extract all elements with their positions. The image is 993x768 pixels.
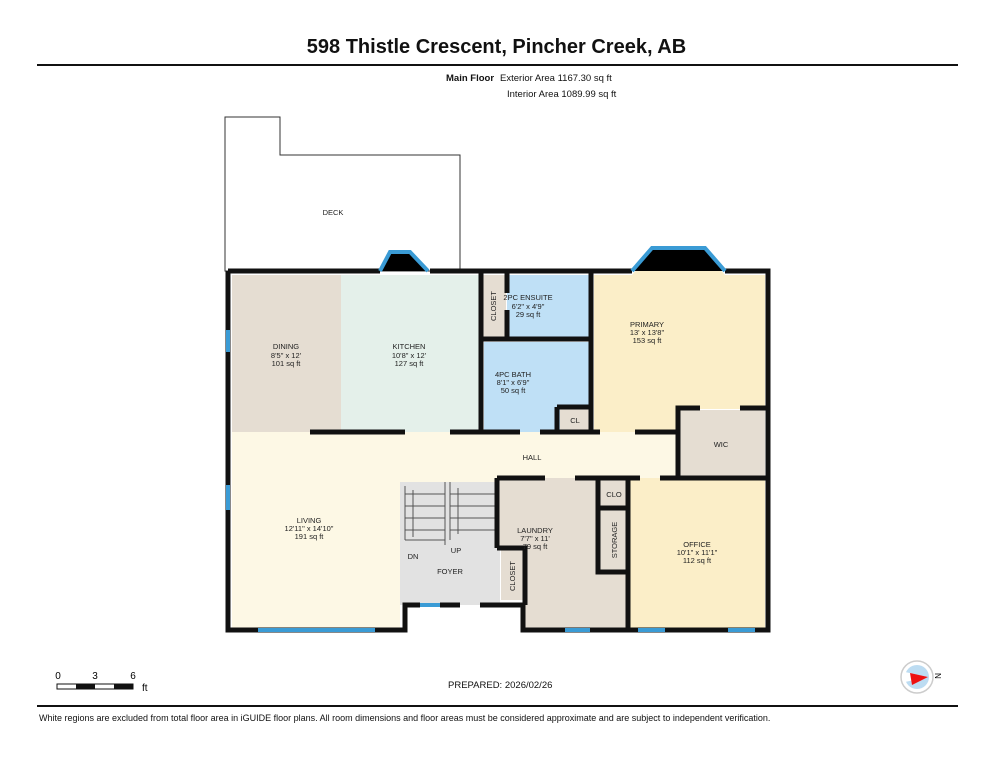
dims-primary: 13' x 13'8" bbox=[630, 328, 665, 337]
room-wic bbox=[680, 410, 765, 478]
dims-office: 10'1" x 11'1" bbox=[677, 548, 718, 557]
windows bbox=[226, 246, 755, 632]
floor-name: Main Floor bbox=[446, 73, 495, 84]
exterior-area: Exterior Area 1167.30 sq ft bbox=[500, 73, 612, 84]
area-dining: 101 sq ft bbox=[272, 359, 302, 368]
label-cl: CL bbox=[570, 416, 580, 425]
header-divider bbox=[37, 64, 958, 66]
label-storage: STORAGE bbox=[610, 522, 619, 559]
walls bbox=[225, 268, 771, 633]
room-clo bbox=[598, 481, 628, 505]
label-closet-top: CLOSET bbox=[489, 291, 498, 321]
label-foyer: FOYER bbox=[437, 567, 463, 576]
label-living: LIVING bbox=[297, 516, 322, 525]
label-office: OFFICE bbox=[683, 540, 711, 549]
label-ensuite: 2PC ENSUITE bbox=[503, 293, 552, 302]
compass-north: N bbox=[933, 673, 942, 679]
room-closet-foyer bbox=[501, 550, 525, 600]
room-laundry bbox=[497, 478, 628, 628]
label-wic: WIC bbox=[714, 440, 729, 449]
area-kitchen: 127 sq ft bbox=[395, 359, 425, 368]
room-office bbox=[630, 478, 765, 628]
area-living: 191 sq ft bbox=[295, 532, 325, 541]
area-ensuite: 29 sq ft bbox=[516, 310, 542, 319]
label-bath: 4PC BATH bbox=[495, 370, 531, 379]
label-clo: CLO bbox=[606, 490, 622, 499]
area-bath: 50 sq ft bbox=[501, 386, 527, 395]
area-office: 112 sq ft bbox=[683, 556, 712, 565]
label-dn: DN bbox=[408, 552, 419, 561]
label-dining: DINING bbox=[273, 342, 299, 351]
disclaimer: White regions are excluded from total fl… bbox=[39, 713, 771, 723]
stairs bbox=[404, 482, 497, 545]
scale-tick-6: 6 bbox=[130, 671, 136, 682]
dims-ensuite: 6'2" x 4'9" bbox=[512, 302, 545, 311]
footer-divider bbox=[37, 705, 958, 707]
dims-dining: 8'5" x 12' bbox=[271, 351, 302, 360]
label-primary: PRIMARY bbox=[630, 320, 664, 329]
area-primary: 153 sq ft bbox=[633, 336, 663, 345]
room-kitchen bbox=[341, 275, 479, 432]
label-up: UP bbox=[451, 546, 461, 555]
label-deck: DECK bbox=[323, 208, 344, 217]
deck bbox=[224, 116, 461, 272]
room-cl bbox=[560, 407, 589, 432]
label-closet-foyer: CLOSET bbox=[508, 561, 517, 591]
room-closet-top bbox=[482, 275, 506, 337]
area-laundry: 79 sq ft bbox=[523, 542, 549, 551]
dims-living: 12'11" x 14'10" bbox=[285, 524, 334, 533]
room-living-hall bbox=[232, 432, 678, 628]
label-kitchen: KITCHEN bbox=[393, 342, 426, 351]
interior-area: Interior Area 1089.99 sq ft bbox=[507, 89, 617, 100]
room-primary bbox=[594, 252, 765, 432]
scale-unit: ft bbox=[142, 683, 148, 694]
room-ensuite bbox=[507, 275, 589, 337]
label-hall: HALL bbox=[523, 453, 542, 462]
room-storage bbox=[601, 508, 627, 570]
dims-laundry: 7'7" x 11' bbox=[520, 534, 550, 543]
prepared-date: PREPARED: 2026/02/26 bbox=[448, 680, 553, 691]
scale-tick-0: 0 bbox=[55, 671, 61, 682]
label-laundry: LAUNDRY bbox=[517, 526, 553, 535]
room-dining bbox=[232, 275, 341, 432]
scale-bar: 0 3 6 ft bbox=[55, 671, 148, 694]
compass-icon: N bbox=[900, 660, 942, 694]
dims-kitchen: 10'8" x 12' bbox=[392, 351, 427, 360]
dims-bath: 8'1" x 6'9" bbox=[497, 378, 530, 387]
floor-area-info: Main Floor Exterior Area 1167.30 sq ft In… bbox=[446, 71, 616, 103]
page-title: 598 Thistle Crescent, Pincher Creek, AB bbox=[306, 36, 687, 58]
scale-tick-3: 3 bbox=[92, 671, 98, 682]
